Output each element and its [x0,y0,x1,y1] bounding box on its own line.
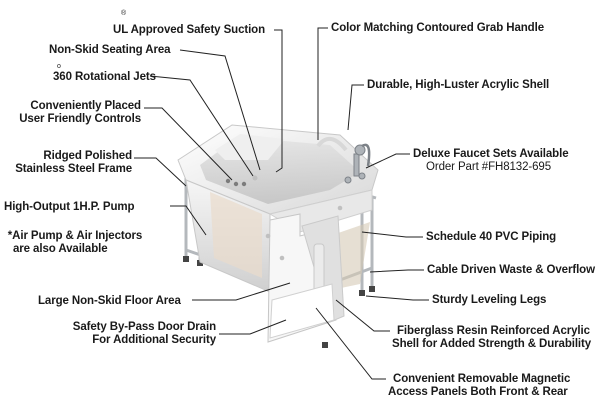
callout-faucet-line-2: Order Part #FH8132-695 [426,161,552,173]
callout-fiberglass-line-2: Shell for Added Strength & Durability [392,338,592,350]
leader-user-controls [144,107,233,181]
leader-floor-area [192,282,291,301]
leader-leveling-legs [365,295,429,301]
leader-acrylic-shell [347,84,364,131]
faucet [344,143,371,184]
leader-door-drain [219,319,287,335]
leader-fiberglass [335,299,390,332]
registered-mark: ® [121,10,127,17]
leader-access-panels [315,307,386,380]
callout-steel-frame-line-1: Ridged Polished [43,150,132,162]
callout-pump-text: High-Output 1H.P. Pump [4,201,135,213]
callout-access-panels: Convenient Removable Magnetic Access Pan… [388,373,570,399]
callout-non-skid-seating: Non-Skid Seating Area [49,44,171,57]
leader-pvc-piping [361,231,423,238]
callout-air-pump-line-1: *Air Pump & Air Injectors [7,230,143,242]
callout-door-drain-line-2: For Additional Security [92,334,216,346]
callout-door-drain: Safety By-Pass Door Drain For Additional… [40,321,216,347]
leader-faucet [365,153,410,169]
jets [252,175,343,261]
callout-non-skid-seating-text: Non-Skid Seating Area [49,44,171,56]
callout-air-pump: *Air Pump & Air Injectors are also Avail… [2,230,148,256]
callout-rotational-jets-text: 360 Rotational Jets [53,71,156,83]
callout-ul-approved-text: UL Approved Safety Suction [113,24,266,36]
callout-leveling-legs: Sturdy Leveling Legs [432,294,546,307]
callout-rotational-jets: 360 Rotational Jets [53,71,156,84]
callout-grab-handle: Color Matching Contoured Grab Handle [331,22,544,35]
callout-user-controls-line-2: User Friendly Controls [19,113,141,125]
leader-grab-handle [317,27,328,140]
callout-pump: High-Output 1H.P. Pump [4,201,135,214]
callout-floor-area-text: Large Non-Skid Floor Area [38,295,181,307]
callout-access-panels-line-2: Access Panels Both Front & Rear [388,386,568,398]
leader-ul-approved [274,29,283,173]
callout-acrylic-shell-text: Durable, High-Luster Acrylic Shell [367,79,550,91]
callout-door-drain-line-1: Safety By-Pass Door Drain [72,321,216,333]
callout-acrylic-shell: Durable, High-Luster Acrylic Shell [367,79,549,92]
callout-access-panels-line-1: Convenient Removable Magnetic [393,373,571,385]
callout-leveling-legs-text: Sturdy Leveling Legs [432,294,547,306]
leader-pump [170,205,207,236]
callout-grab-handle-text: Color Matching Contoured Grab Handle [331,22,544,34]
leader-steel-frame [134,157,187,187]
callout-user-controls-line-1: Conveniently Placed [30,100,141,112]
leader-rotational-jets [149,75,254,177]
leveling-legs [183,256,375,348]
callout-ul-approved: UL Approved Safety Suction [113,24,265,37]
callout-fiberglass-line-1: Fiberglass Resin Reinforced Acrylic [397,325,590,337]
callout-faucet: Deluxe Faucet Sets Available Order Part … [413,148,569,174]
callout-steel-frame-line-2: Stainless Steel Frame [15,163,132,175]
callout-pvc-piping: Schedule 40 PVC Piping [426,231,556,244]
callout-air-pump-line-2: are also Available [13,243,108,255]
callout-waste-overflow-text: Cable Driven Waste & Overflow [427,264,595,276]
callout-pvc-piping-text: Schedule 40 PVC Piping [426,231,557,243]
degree-mark: o [57,63,61,70]
control-buttons [225,178,247,187]
callout-steel-frame: Ridged Polished Stainless Steel Frame [5,150,132,176]
callout-waste-overflow: Cable Driven Waste & Overflow [427,264,595,277]
callout-leaders [134,27,429,380]
callout-floor-area: Large Non-Skid Floor Area [38,295,181,308]
callout-faucet-line-1: Deluxe Faucet Sets Available [413,148,569,160]
grab-handle [316,137,348,152]
callout-user-controls: Conveniently Placed User Friendly Contro… [10,100,141,126]
leader-waste-overflow [369,269,424,273]
leader-non-skid-seating [179,49,261,171]
callout-fiberglass: Fiberglass Resin Reinforced Acrylic Shel… [392,325,591,351]
access-panel [267,213,345,343]
